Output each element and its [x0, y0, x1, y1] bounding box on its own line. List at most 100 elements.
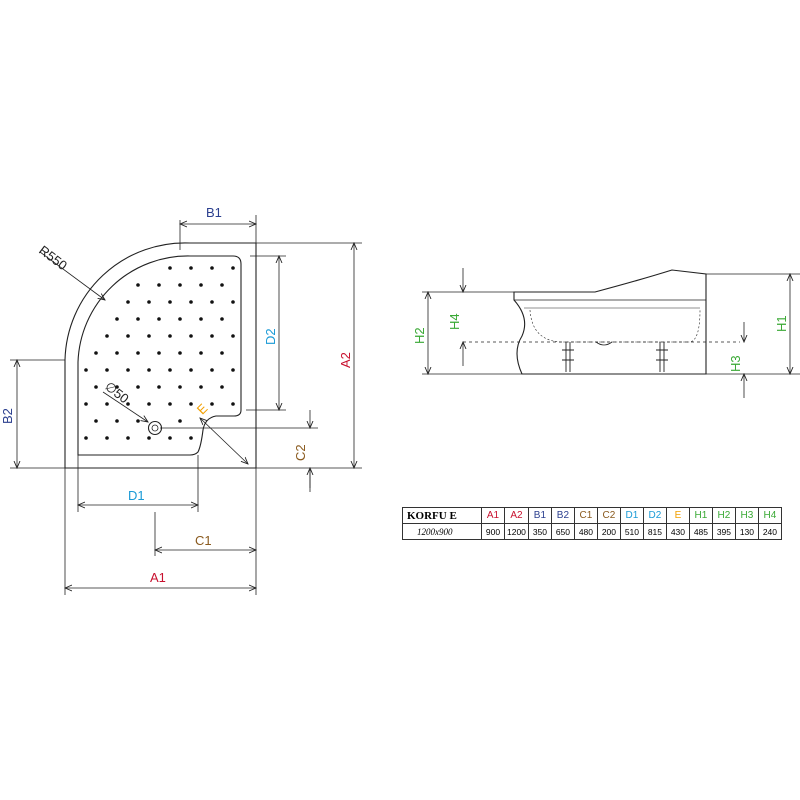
anti-slip-dot: [94, 419, 98, 423]
value-a2: 1200: [504, 523, 529, 540]
header-d2: D2: [642, 507, 667, 524]
anti-slip-dot: [178, 385, 182, 389]
anti-slip-dot: [231, 368, 235, 372]
anti-slip-dot: [210, 368, 214, 372]
model-size: 1200x900: [402, 523, 482, 540]
anti-slip-dot: [115, 317, 119, 321]
label-b1: B1: [206, 205, 222, 220]
anti-slip-dot: [157, 283, 161, 287]
anti-slip-dot: [84, 368, 88, 372]
value-h4: 240: [757, 523, 782, 540]
leg-right: [656, 342, 668, 372]
anti-slip-dot: [220, 385, 224, 389]
anti-slip-dot: [210, 402, 214, 406]
side-body: [513, 269, 707, 375]
label-h4: H4: [447, 313, 462, 330]
label-a1: A1: [150, 570, 166, 585]
anti-slip-dot: [105, 436, 109, 440]
anti-slip-dot: [189, 402, 193, 406]
anti-slip-dot: [189, 368, 193, 372]
anti-slip-dot: [105, 402, 109, 406]
anti-slip-dot: [105, 368, 109, 372]
top-view: [64, 242, 257, 469]
value-d2: 815: [642, 523, 667, 540]
anti-slip-dot: [189, 300, 193, 304]
header-a1: A1: [481, 507, 505, 524]
side-view: [513, 269, 707, 375]
anti-slip-dot: [178, 283, 182, 287]
label-c2: C2: [293, 444, 308, 461]
value-h1: 485: [688, 523, 713, 540]
anti-slip-dot: [178, 419, 182, 423]
value-a1: 900: [481, 523, 505, 540]
anti-slip-dot: [178, 351, 182, 355]
value-h3: 130: [734, 523, 759, 540]
anti-slip-dot: [189, 334, 193, 338]
value-b1: 350: [527, 523, 552, 540]
anti-slip-dot: [115, 351, 119, 355]
leg-left: [562, 342, 574, 372]
label-d1: D1: [128, 488, 145, 503]
anti-slip-dot: [115, 419, 119, 423]
label-h2: H2: [412, 327, 427, 344]
header-h4: H4: [757, 507, 782, 524]
anti-slip-dot: [199, 283, 203, 287]
header-e: E: [665, 507, 690, 524]
basin-outline: [77, 255, 242, 456]
label-h3: H3: [728, 355, 743, 372]
anti-slip-dot: [136, 351, 140, 355]
header-a2: A2: [504, 507, 529, 524]
anti-slip-dot: [147, 300, 151, 304]
anti-slip-dot: [231, 402, 235, 406]
anti-slip-dot: [210, 300, 214, 304]
anti-slip-dot: [84, 402, 88, 406]
anti-slip-dot: [136, 283, 140, 287]
model-name: KORFU E: [402, 507, 482, 524]
anti-slip-dot: [147, 368, 151, 372]
anti-slip-dot: [168, 334, 172, 338]
anti-slip-dot: [115, 385, 119, 389]
label-e: E: [194, 400, 211, 417]
anti-slip-dot: [126, 368, 130, 372]
anti-slip-dot: [94, 351, 98, 355]
anti-slip-dot: [210, 266, 214, 270]
anti-slip-dot: [189, 266, 193, 270]
header-c1: C1: [573, 507, 598, 524]
anti-slip-dot: [199, 385, 203, 389]
label-radius: R550: [36, 242, 70, 273]
anti-slip-dot: [168, 300, 172, 304]
anti-slip-dots: [84, 266, 235, 440]
label-c1: C1: [195, 533, 212, 548]
anti-slip-dot: [147, 402, 151, 406]
value-c2: 200: [596, 523, 621, 540]
header-c2: C2: [596, 507, 621, 524]
anti-slip-dot: [231, 334, 235, 338]
spec-value-row: 1200x900 900 1200 350 650 480 200 510 81…: [402, 523, 782, 540]
anti-slip-dot: [220, 283, 224, 287]
value-e: 430: [665, 523, 690, 540]
value-d1: 510: [619, 523, 644, 540]
anti-slip-dot: [220, 317, 224, 321]
value-h2: 395: [711, 523, 736, 540]
anti-slip-dot: [199, 317, 203, 321]
spec-header-row: KORFU E A1 A2 B1 B2 C1 C2 D1 D2 E H1 H2 …: [402, 507, 782, 524]
side-view-dimensions: [422, 268, 800, 398]
tray-outline: [64, 242, 257, 469]
anti-slip-dot: [231, 266, 235, 270]
anti-slip-dot: [105, 334, 109, 338]
anti-slip-dot: [199, 351, 203, 355]
anti-slip-dot: [94, 385, 98, 389]
anti-slip-dot: [220, 351, 224, 355]
anti-slip-dot: [157, 317, 161, 321]
anti-slip-dot: [178, 317, 182, 321]
label-d2: D2: [263, 328, 278, 345]
label-a2: A2: [338, 352, 353, 368]
anti-slip-dot: [168, 368, 172, 372]
anti-slip-dot: [147, 334, 151, 338]
anti-slip-dot: [126, 300, 130, 304]
header-b2: B2: [550, 507, 575, 524]
top-view-dimensions: [10, 215, 362, 595]
header-h2: H2: [711, 507, 736, 524]
anti-slip-dot: [147, 436, 151, 440]
